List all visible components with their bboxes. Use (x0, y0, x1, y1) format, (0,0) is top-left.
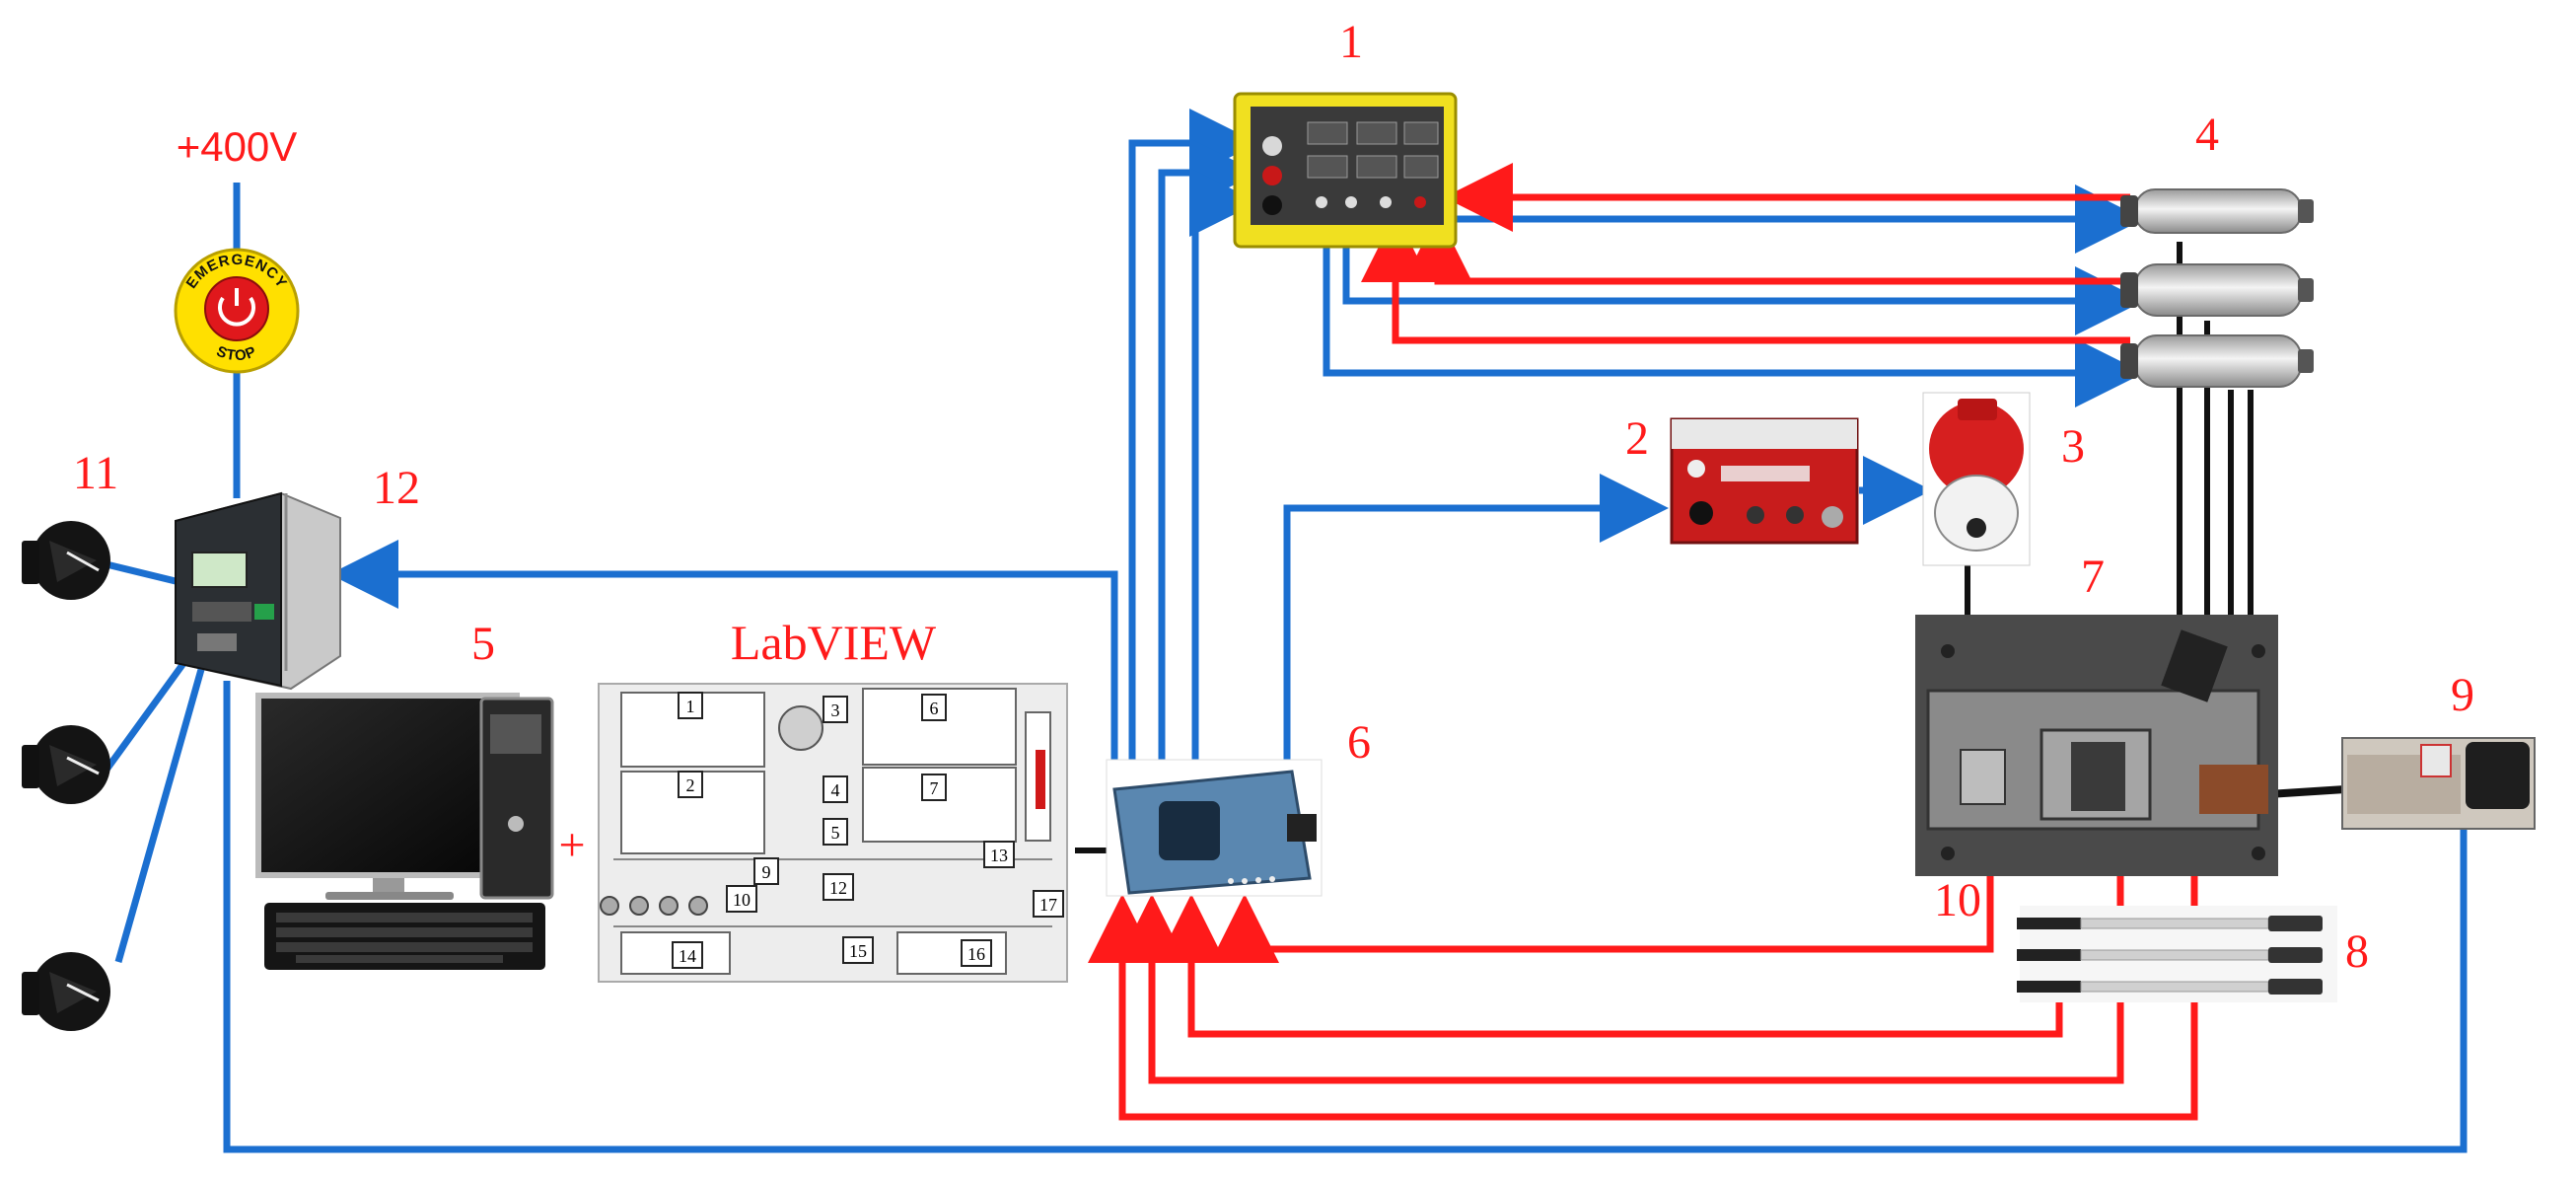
label-4: 4 (2195, 109, 2219, 161)
lv-box-13-label: 13 (990, 846, 1008, 865)
selector-1 (22, 521, 110, 600)
lv-box-4: 4 (823, 775, 848, 803)
selector-2 (22, 725, 110, 804)
lv-box-15: 15 (842, 936, 874, 964)
labview-front-panel: 1 2 3 4 5 6 7 9 10 12 13 14 15 16 17 (598, 683, 1068, 983)
blue-wire-selector-1 (106, 560, 180, 586)
load-cell-3 (2120, 334, 2314, 388)
lv-box-14-label: 14 (679, 946, 696, 966)
frequency-inverter-icon (175, 491, 341, 691)
estop-bottom-text: STOP (214, 343, 259, 365)
lv-box-10: 10 (726, 885, 757, 913)
blue-wire-daq-to-psu-3 (1189, 168, 1258, 765)
lv-box-7-label: 7 (930, 778, 939, 798)
label-11: 11 (73, 447, 118, 499)
black-motor-shaft (2267, 785, 2346, 798)
label-6: 6 (1347, 716, 1371, 769)
lv-box-5: 5 (823, 818, 848, 846)
blue-wire-psu-to-cell-1 (1367, 184, 2144, 254)
lv-box-5-label: 5 (831, 823, 840, 843)
amplifier-icon (1670, 417, 1859, 545)
motor-icon (2341, 737, 2536, 830)
lv-box-15-label: 15 (849, 941, 867, 961)
lv-box-9: 9 (753, 857, 779, 885)
label-plus: + (558, 819, 585, 871)
label-8: 8 (2345, 925, 2369, 978)
probe-2 (2017, 947, 2323, 963)
red-wire-probe-1-to-daq (1157, 894, 2063, 1038)
lv-box-6-label: 6 (930, 699, 939, 718)
label-supply-voltage: +400V (177, 123, 298, 170)
lv-box-16: 16 (961, 939, 992, 967)
lv-box-16-label: 16 (967, 944, 985, 964)
red-wire-rig-to-daq (1210, 873, 1994, 963)
blue-wire-daq-to-amplifier (1283, 474, 1669, 768)
blue-wire-daq-to-psu-1 (1128, 109, 1258, 765)
lv-box-14: 14 (672, 941, 703, 969)
lv-box-4-label: 4 (831, 780, 840, 800)
rotary-selector-icon (22, 521, 110, 1031)
lv-box-2: 2 (678, 771, 703, 798)
lv-box-17: 17 (1033, 890, 1064, 918)
red-wire-cell-2-to-psu (1403, 213, 2130, 285)
lv-box-6: 6 (921, 694, 947, 721)
label-9: 9 (2451, 669, 2474, 721)
label-2: 2 (1625, 412, 1649, 465)
lv-box-3-label: 3 (831, 701, 840, 720)
selector-3 (22, 952, 110, 1031)
lv-box-13: 13 (983, 841, 1015, 868)
shaker-icon (1922, 392, 2031, 566)
blue-wire-daq-to-psu-2 (1158, 138, 1258, 765)
label-12: 12 (373, 462, 420, 514)
lv-box-7: 7 (921, 774, 947, 801)
red-wire-cell-3-to-psu (1361, 213, 2130, 344)
lv-box-10-label: 10 (733, 890, 751, 910)
label-10: 10 (1934, 874, 1981, 926)
lv-box-3: 3 (823, 696, 848, 723)
blue-wire-psu-to-cell-3 (1323, 229, 2144, 407)
daq-device-icon (1106, 759, 1323, 897)
blue-wire-inverter-to-motor (223, 681, 2468, 1153)
blue-wire-daq-to-inverter (329, 540, 1118, 765)
label-7: 7 (2081, 551, 2105, 603)
blue-wire-selector-2 (104, 648, 195, 773)
lv-box-2-label: 2 (686, 775, 695, 795)
displacement-probe-icon (2017, 906, 2337, 1002)
label-3: 3 (2061, 420, 2085, 473)
desktop-computer-icon (255, 693, 554, 970)
lv-box-1: 1 (678, 692, 703, 719)
label-5: 5 (471, 618, 495, 670)
load-cell-icon (2120, 188, 2314, 388)
lv-box-9-label: 9 (762, 862, 771, 882)
label-1: 1 (1339, 16, 1363, 68)
probe-3 (2017, 979, 2323, 995)
label-labview: LabVIEW (731, 615, 937, 670)
lv-box-1-label: 1 (686, 697, 695, 716)
lv-box-12-label: 12 (829, 878, 847, 898)
dc-power-supply-icon (1233, 92, 1458, 249)
test-rig-icon (1915, 615, 2278, 876)
wiring (104, 109, 2468, 1153)
component-labels: +400V LabVIEW 1 2 3 4 5 6 7 8 9 10 11 12… (73, 16, 2474, 978)
blue-wire-psu-to-cell-2 (1342, 229, 2144, 335)
load-cell-2 (2120, 263, 2314, 317)
lv-box-17-label: 17 (1039, 895, 1057, 915)
emergency-stop-icon: EMERGENCY STOP (174, 248, 300, 374)
lv-box-12: 12 (823, 873, 854, 901)
blue-wire-selector-3 (114, 665, 206, 963)
load-cell-1 (2120, 188, 2314, 234)
probe-1 (2017, 916, 2323, 931)
